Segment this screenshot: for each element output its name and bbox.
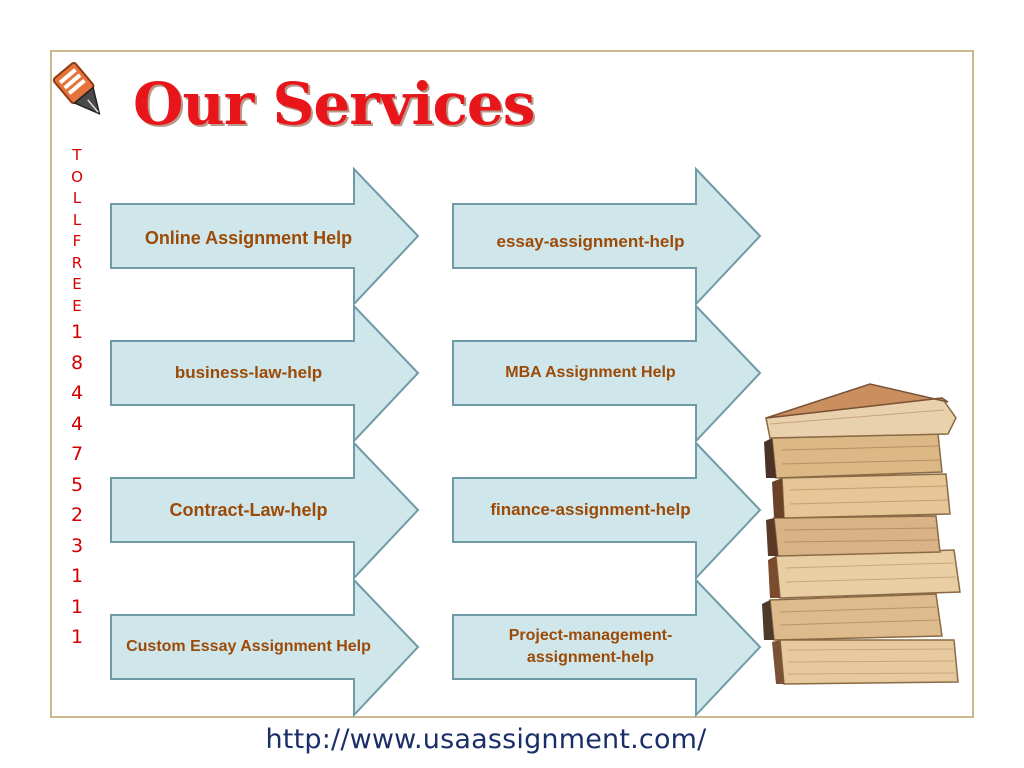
toll-free-letter: T [72,146,82,164]
service-arrow-right-4[interactable]: Project-management-assignment-help [452,577,762,718]
service-arrow-left-2[interactable]: business-law-help [110,303,420,444]
arrow-shape [110,440,420,581]
website-url[interactable]: http://www.usaassignment.com/ [0,724,1024,755]
service-label: Project-management-assignment-help [508,627,673,666]
service-label: Contract-Law-help [169,499,328,520]
toll-free-digit: 4 [70,412,84,435]
service-arrow-left-3[interactable]: Contract-Law-help [110,440,420,581]
service-label: Online Assignment Help [144,227,353,248]
service-label: Custom Essay Assignment Help [126,638,371,656]
toll-free-letter: R [71,253,83,272]
arrow-shape [110,577,420,718]
stacked-books-illustration [758,378,968,690]
page-title: Our Services [133,70,535,138]
toll-free-digit: 2 [70,504,84,526]
service-label: MBA Assignment Help [505,364,676,382]
service-label: finance-assignment-help [490,499,691,519]
arrow-shape [452,577,762,718]
website-url-text[interactable]: http://www.usaassignment.com/ [265,724,707,755]
pen-nib-logo-icon [52,60,112,126]
arrow-shape [452,440,762,581]
toll-free-letter: L [72,210,82,229]
toll-free-digit: 5 [70,473,84,496]
service-arrow-right-3[interactable]: finance-assignment-help [452,440,762,581]
toll-free-letter: O [71,167,83,186]
toll-free-letter: E [72,275,82,293]
toll-free-digit: 1 [70,321,84,343]
toll-free-letter: F [72,232,82,250]
toll-free-letter: L [72,189,82,207]
service-label: essay-assignment-help [496,231,685,251]
arrow-shape [452,166,762,307]
arrow-shape [452,303,762,444]
arrow-shape [110,303,420,444]
toll-free-digit: 8 [70,351,84,374]
service-arrow-left-4[interactable]: Custom Essay Assignment Help [110,577,420,718]
toll-free-digit: 1 [70,565,84,587]
service-label: business-law-help [174,362,323,382]
service-arrow-right-2[interactable]: MBA Assignment Help [452,303,762,444]
toll-free-digit: 1 [70,626,84,648]
service-arrow-left-1[interactable]: Online Assignment Help [110,166,420,307]
arrow-shape [110,166,420,307]
toll-free-digit: 4 [70,382,84,404]
toll-free-letter: E [72,296,82,315]
toll-free-digit: 3 [70,534,84,557]
toll-free-digit: 1 [70,595,84,618]
toll-free-digit: 7 [70,443,84,465]
service-arrow-right-1[interactable]: essay-assignment-help [452,166,762,307]
